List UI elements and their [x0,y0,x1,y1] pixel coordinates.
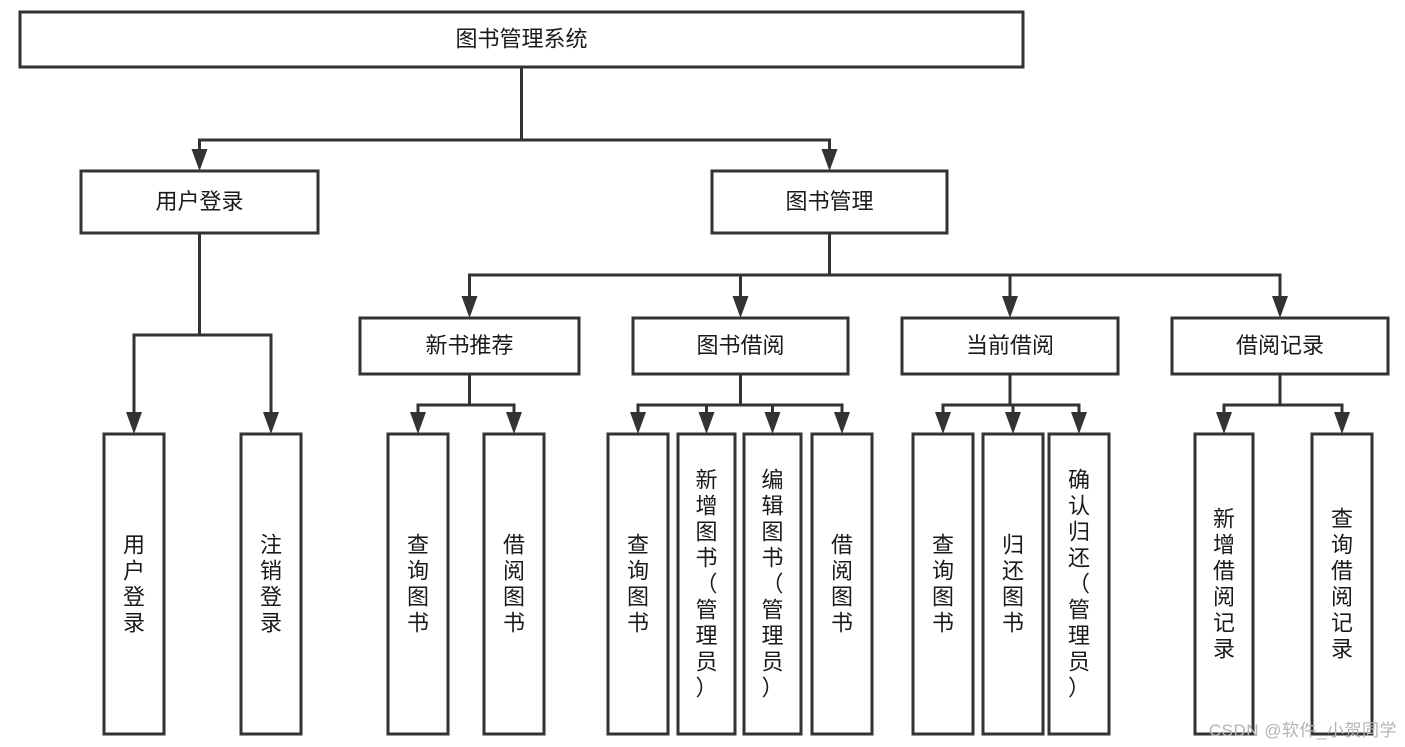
watermark-text: CSDN @软件_小贺同学 [1208,721,1397,740]
node-label: 注销登录 [260,532,282,635]
arrow-head-icon [764,412,781,434]
node-label: 新书推荐 [425,333,513,358]
arrow-head-icon [1334,412,1350,434]
arrow-head-icon [1071,412,1087,434]
node-box [102,432,166,736]
node-label: 新增借阅记录 [1213,506,1235,661]
arrow-head-icon [935,412,951,434]
node-book-borrow[interactable]: 图书借阅 [631,316,850,376]
node-box [386,432,450,736]
node-box [900,316,1120,376]
node-box [710,169,949,235]
node-root[interactable]: 图书管理系统 [18,10,1025,69]
node-leaf-user-logout[interactable]: 注销登录 [239,432,303,736]
node-box [358,316,581,376]
node-label: 借阅记录 [1236,333,1324,358]
arrow-head-icon [834,412,850,434]
node-box [742,432,803,736]
arrow-head-icon [461,296,478,318]
node-box [981,432,1045,736]
node-leaf-current-return-book[interactable]: 归还图书 [981,432,1045,736]
arrow-head-icon [821,149,838,171]
arrow-head-icon [410,412,426,434]
node-label: 查询图书 [407,532,429,635]
node-layer: 图书管理系统用户登录图书管理新书推荐图书借阅当前借阅借阅记录用户登录注销登录查询… [18,10,1390,736]
node-leaf-user-login[interactable]: 用户登录 [102,432,166,736]
node-box [676,432,737,736]
node-box [239,432,303,736]
arrow-head-icon [506,412,522,434]
node-new-book-rec[interactable]: 新书推荐 [358,316,581,376]
node-leaf-current-query-book[interactable]: 查询图书 [911,432,975,736]
node-current-borrow[interactable]: 当前借阅 [900,316,1120,376]
node-borrow-record[interactable]: 借阅记录 [1170,316,1390,376]
node-label: 图书借阅 [696,333,784,358]
node-leaf-borrow-add-book[interactable]: 新增图书（管理员） [676,432,737,736]
arrow-head-icon [698,412,715,434]
node-label: 用户登录 [155,189,243,214]
node-leaf-record-add[interactable]: 新增借阅记录 [1193,432,1255,736]
node-label: 查询图书 [932,532,954,635]
connector-layer [126,65,1350,434]
arrow-head-icon [732,296,749,318]
node-leaf-borrow-lend-book[interactable]: 借阅图书 [810,432,874,736]
node-label: 查询借阅记录 [1331,506,1353,661]
arrow-head-icon [1272,296,1288,318]
node-box [18,10,1025,69]
arrow-head-icon [1002,296,1018,318]
node-leaf-borrow-edit-book[interactable]: 编辑图书（管理员） [742,432,803,736]
node-leaf-current-confirm-return[interactable]: 确认归还（管理员） [1047,432,1111,736]
node-box [1310,432,1374,736]
node-user-login[interactable]: 用户登录 [79,169,320,235]
arrow-head-icon [191,149,208,171]
node-leaf-borrow-query-book[interactable]: 查询图书 [606,432,670,736]
arrow-head-icon [263,412,279,434]
node-box [631,316,850,376]
node-label: 用户登录 [123,532,145,635]
node-leaf-rec-borrow-book[interactable]: 借阅图书 [482,432,546,736]
node-leaf-rec-query-book[interactable]: 查询图书 [386,432,450,736]
node-label: 新增图书（管理员） [695,467,717,700]
node-label: 查询图书 [627,532,649,635]
node-box [79,169,320,235]
node-box [482,432,546,736]
node-leaf-record-query[interactable]: 查询借阅记录 [1310,432,1374,736]
node-box [911,432,975,736]
node-label: 图书管理 [785,189,873,214]
node-box [1193,432,1255,736]
arrow-head-icon [630,412,646,434]
node-label: 借阅图书 [831,532,853,635]
node-box [1170,316,1390,376]
node-label: 归还图书 [1002,532,1024,635]
node-label: 确认归还（管理员） [1068,467,1090,700]
node-label: 编辑图书（管理员） [761,467,783,700]
node-book-manage[interactable]: 图书管理 [710,169,949,235]
arrow-head-icon [126,412,142,434]
node-label: 借阅图书 [503,532,525,635]
node-box [606,432,670,736]
arrow-head-icon [1216,412,1232,434]
arrow-head-icon [1005,412,1021,434]
node-label: 图书管理系统 [455,26,587,51]
node-label: 当前借阅 [966,333,1054,358]
node-box [1047,432,1111,736]
node-box [810,432,874,736]
